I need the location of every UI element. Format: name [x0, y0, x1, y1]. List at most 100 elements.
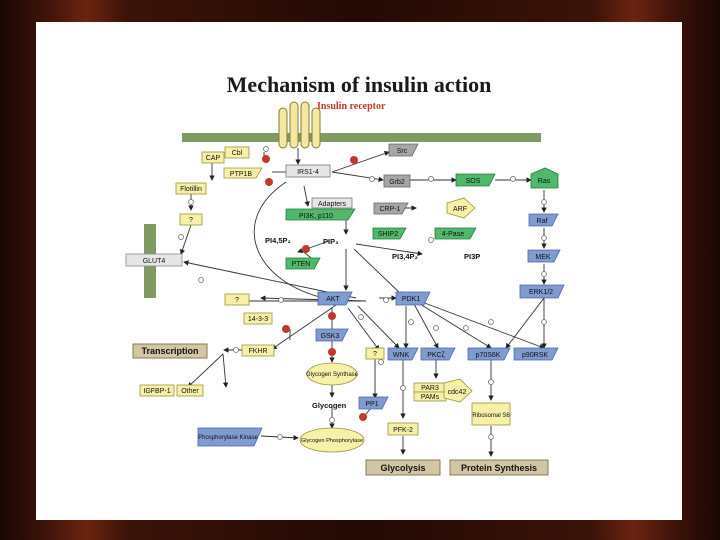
node-unknown-left-label: ?: [189, 217, 193, 224]
node-p70s6k: p70S6K: [467, 347, 511, 361]
node-4pase-label: 4-Pase: [442, 231, 464, 238]
inhibition-dot: [302, 245, 310, 253]
node-phosphorylase-kinase-label: Phosphorylase Kinase: [198, 435, 258, 441]
node-unknown-pp: ?: [365, 347, 385, 360]
node-gsk3-label: GSK3: [321, 333, 340, 340]
node-other-label: Other: [181, 388, 199, 395]
modifier-circle: [369, 176, 375, 182]
node-ship2-label: SHIP2: [378, 231, 398, 238]
node-cdc42: cdc42: [443, 378, 473, 403]
node-cap-label: CAP: [206, 155, 221, 162]
node-ptp1b-label: PTP1B: [230, 171, 253, 178]
node-glut4-label: GLUT4: [143, 258, 166, 265]
node-mek-label: MEK: [535, 254, 551, 261]
modifier-circle: [408, 319, 414, 325]
node-erk-label: ERK1/2: [529, 289, 553, 296]
lipid-pi3p: PI3P: [464, 252, 480, 261]
node-p70s6k-label: p70S6K: [476, 352, 501, 359]
node-cbl-label: Cbl: [232, 150, 243, 157]
node-cbl: Cbl: [224, 146, 250, 159]
modifier-circle: [428, 237, 434, 243]
node-raf-label: Raf: [537, 218, 548, 225]
node-wnk-label: WNK: [393, 352, 410, 359]
node-pkcz: PKCζ: [420, 347, 456, 361]
modifier-circle: [400, 385, 406, 391]
modifier-circle: [378, 359, 384, 365]
lipid-pi45p2: PI4,5P₂: [265, 236, 291, 245]
node-crp1-label: CRP-1: [379, 206, 400, 213]
node-adapters-label: Adapters: [318, 201, 347, 208]
node-cap: CAP: [201, 151, 225, 164]
glycogen-label: Glycogen: [312, 401, 347, 410]
node-crp1: CRP-1: [373, 202, 409, 215]
modifier-circle: [358, 314, 364, 320]
node-transcription: Transcription: [132, 343, 208, 359]
modifier-circles: [178, 146, 547, 440]
node-cdc42-label: cdc42: [448, 389, 467, 396]
modifier-circle: [188, 199, 194, 205]
node-sos: SOS: [455, 173, 496, 187]
node-igfbp: IGFBP-1: [139, 384, 175, 397]
node-ribosomal-s6-label: Ribosomal S6: [472, 413, 510, 419]
node-pdk1-label: PDK1: [402, 296, 420, 303]
inhibition-dot: [282, 325, 290, 333]
insulin-pathway-diagram: Cbl CAP Flotillin ? PTP1B ARF ? 14-3-3: [125, 101, 565, 476]
slide: Mechanism of insulin action Insulin rece…: [36, 22, 682, 520]
inhibition-dot: [359, 413, 367, 421]
node-arf-label: ARF: [453, 206, 467, 213]
node-pdk1: PDK1: [395, 291, 431, 306]
node-grb2-label: Grb2: [389, 179, 405, 186]
node-mek: MEK: [527, 249, 561, 263]
node-fkhr-label: FKHR: [248, 348, 267, 355]
modifier-circle: [463, 325, 469, 331]
node-sos-label: SOS: [466, 178, 481, 185]
node-other: Other: [176, 384, 204, 397]
node-pp1-label: PP1: [365, 401, 378, 408]
node-wnk: WNK: [387, 347, 419, 361]
node-src: Src: [388, 143, 419, 157]
modifier-circle: [488, 319, 494, 325]
modifier-circle: [428, 176, 434, 182]
inhibition-dot: [328, 348, 336, 356]
node-ship2: SHIP2: [372, 227, 407, 240]
modifier-circle: [510, 176, 516, 182]
modifier-circle: [541, 319, 547, 325]
modifier-circle: [541, 199, 547, 205]
modifier-circle: [277, 434, 283, 440]
node-raf: Raf: [528, 213, 559, 227]
node-p90rsk: p90RSK: [513, 347, 559, 361]
modifier-circle: [278, 297, 284, 303]
pathway-connectors: [179, 148, 547, 457]
node-pkcz-label: PKCζ: [427, 352, 444, 359]
node-pten-label: PTEN: [292, 261, 311, 268]
inhibition-dot: [262, 155, 270, 163]
modifier-circle: [233, 347, 239, 353]
node-gsk3: GSK3: [315, 328, 349, 342]
node-unknown-pp-label: ?: [373, 351, 377, 358]
modifier-circle: [541, 271, 547, 277]
modifier-circle: [383, 297, 389, 303]
modifier-circle: [329, 417, 335, 423]
node-flotillin-label: Flotillin: [180, 186, 202, 193]
node-pi3k: PI3K, p110: [285, 208, 356, 221]
node-pten: PTEN: [285, 257, 321, 270]
node-unknown-mid: ?: [224, 293, 250, 306]
node-grb2: Grb2: [383, 174, 411, 188]
node-adapters: Adapters: [311, 197, 353, 209]
modifier-circle: [541, 235, 547, 241]
node-igfbp-label: IGFBP-1: [143, 388, 170, 395]
node-arf: ARF: [446, 197, 476, 219]
node-unknown-left: ?: [179, 213, 203, 226]
node-pi3k-label: PI3K, p110: [299, 213, 333, 220]
node-glycolysis-label: Glycolysis: [380, 463, 425, 473]
node-glycogen-phosphorylase-label: Glycogen Phosphorylase: [301, 438, 363, 444]
node-phosphorylase-kinase: Phosphorylase Kinase: [197, 427, 263, 447]
node-glycogen-synthase: Glycogen Synthase: [306, 362, 359, 386]
node-4pase: 4-Pase: [434, 227, 477, 240]
node-glut4: GLUT4: [125, 253, 183, 267]
node-ptp1b: PTP1B: [223, 167, 263, 179]
node-ras: Ras: [530, 167, 559, 189]
node-p90rsk-label: p90RSK: [522, 352, 548, 359]
node-akt-label: AKT: [326, 296, 340, 303]
lipid-pip3: PIP₃: [323, 237, 339, 246]
